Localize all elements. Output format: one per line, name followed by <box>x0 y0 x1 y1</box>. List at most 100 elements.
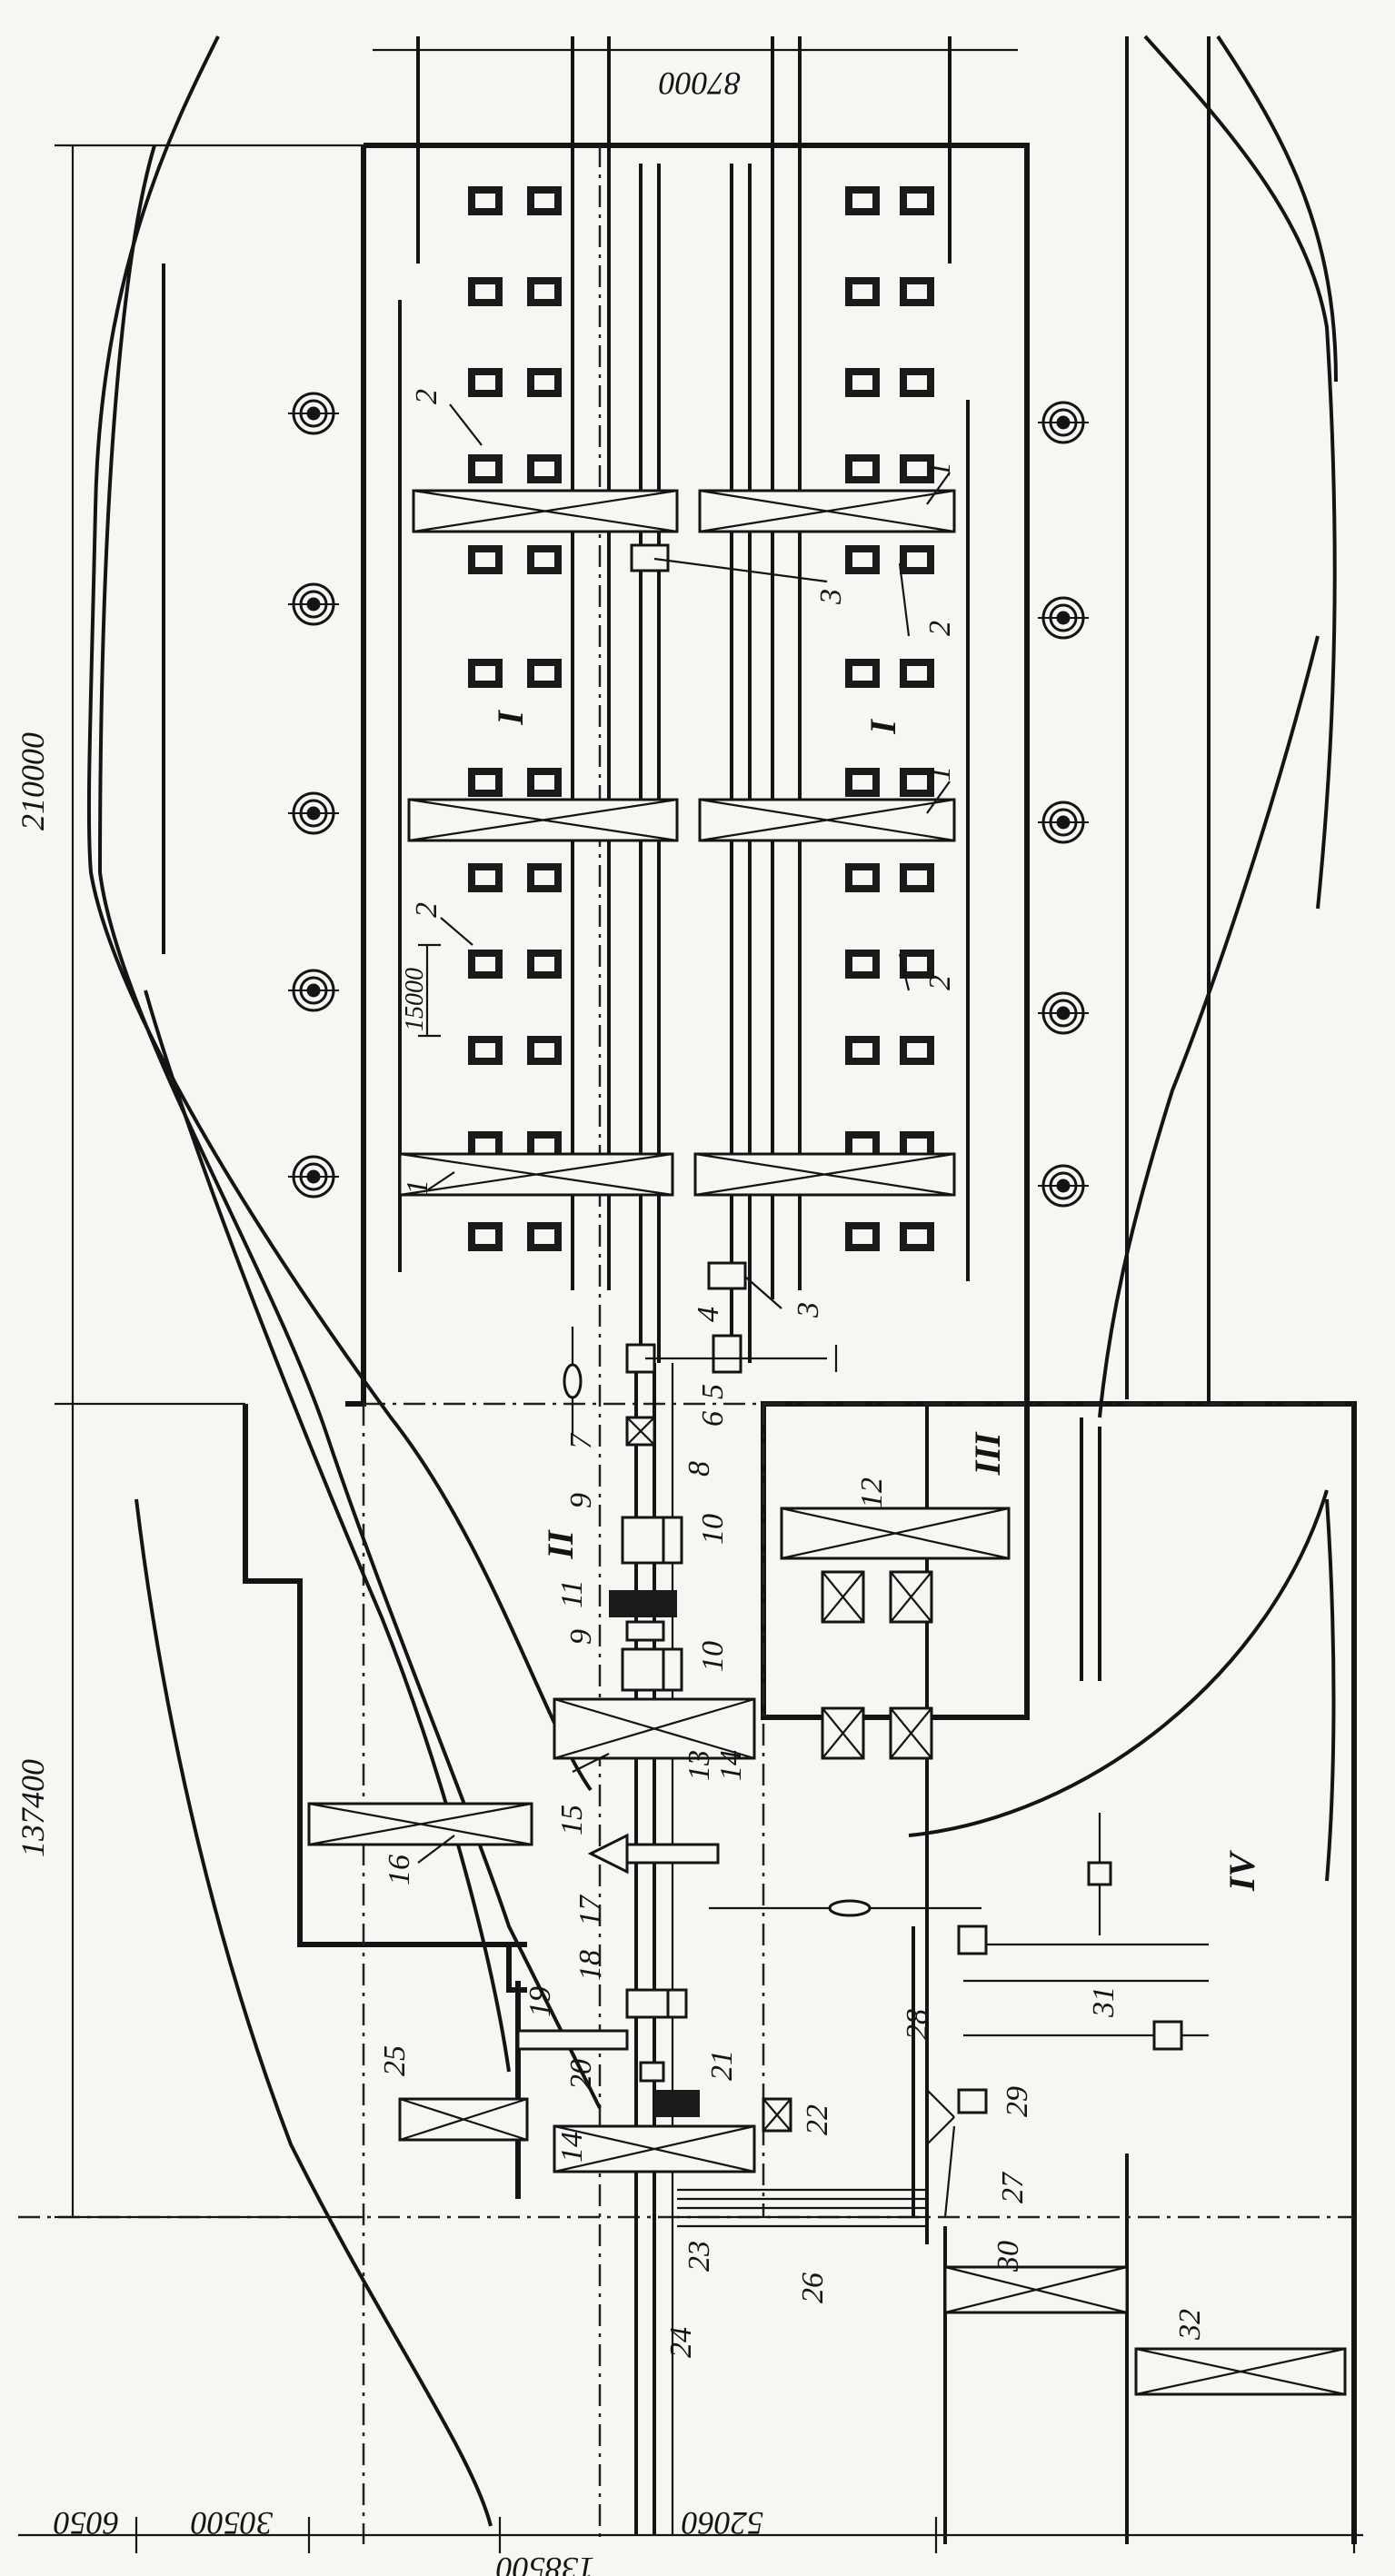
crane-2 <box>698 489 956 533</box>
dim-bottom-30500: 30500 <box>191 2505 274 2541</box>
storage-bin-inner <box>907 666 927 681</box>
storage-bin-inner <box>907 194 927 208</box>
storage-bin-inner <box>852 775 872 790</box>
storage-bin-inner <box>534 957 554 971</box>
storage-bin-inner <box>475 552 495 567</box>
storage-bin-inner <box>534 775 554 790</box>
callout-1: 1 <box>401 1179 434 1195</box>
storage-bin-inner <box>475 284 495 299</box>
storage-bin-inner <box>907 462 927 476</box>
callout-2: 2 <box>923 621 957 636</box>
callout-29: 29 <box>1001 2086 1034 2117</box>
zone-label-III: III <box>967 1431 1008 1476</box>
callout-32: 32 <box>1173 2309 1207 2341</box>
floodlight-masts <box>288 392 1089 1208</box>
storage-bin-inner <box>907 1229 927 1244</box>
storage-bin-inner <box>852 870 872 885</box>
hatched-area <box>677 2188 927 2228</box>
storage-bin-inner <box>534 284 554 299</box>
callout-28: 28 <box>901 2009 934 2040</box>
storage-bin-inner <box>534 462 554 476</box>
storage-bin-inner <box>907 375 927 390</box>
callout-2: 2 <box>410 389 443 404</box>
storage-bin-inner <box>907 957 927 971</box>
callout-19: 19 <box>523 1986 557 2017</box>
callout-22: 22 <box>801 2104 834 2135</box>
callout-9: 9 <box>564 1629 598 1645</box>
curved-rail-lines <box>86 35 1338 2527</box>
storage-bin-inner <box>475 666 495 681</box>
callout-2: 2 <box>923 975 957 990</box>
callout-16: 16 <box>383 1855 416 1885</box>
storage-bin-inner <box>852 194 872 208</box>
storage-bin-inner <box>852 666 872 681</box>
storage-bin-inner <box>534 1229 554 1244</box>
storage-bin-inner <box>852 375 872 390</box>
storage-bin-inner <box>475 775 495 790</box>
callout-3: 3 <box>814 589 848 605</box>
storage-bin-inner <box>475 375 495 390</box>
dim-left-137400: 137400 <box>15 1759 51 1857</box>
dimension-lines <box>18 48 1363 2553</box>
callout-4: 4 <box>692 1307 725 1322</box>
dim-left-210000: 210000 <box>15 732 51 830</box>
storage-bin-inner <box>534 666 554 681</box>
storage-bin-inner <box>852 552 872 567</box>
callout-1: 1 <box>923 462 957 477</box>
callout-7: 7 <box>564 1432 598 1449</box>
storage-bin-inner <box>907 1139 927 1153</box>
callout-10: 10 <box>696 1641 730 1672</box>
overhead-cranes <box>398 489 956 1197</box>
callout-13: 13 <box>683 1750 716 1781</box>
crane-1 <box>412 489 679 533</box>
callout-31: 31 <box>1087 1986 1121 2018</box>
storage-bin-inner <box>907 284 927 299</box>
leader-lines <box>417 403 956 2218</box>
storage-bin-inner <box>475 1043 495 1058</box>
dim-bin-spacing: 15000 <box>401 968 429 1031</box>
callout-17: 17 <box>573 1894 607 1926</box>
callout-12: 12 <box>855 1477 889 1508</box>
crane-6 <box>693 1152 956 1197</box>
storage-bin-inner <box>534 1139 554 1153</box>
zone-label-II: II <box>540 1529 581 1560</box>
production-equipment <box>307 543 1347 2396</box>
dim-top-width: 87000 <box>659 65 741 102</box>
storage-bin-inner <box>534 552 554 567</box>
callout-14: 14 <box>714 1750 748 1781</box>
storage-bin-inner <box>534 870 554 885</box>
callout-15: 15 <box>555 1805 589 1835</box>
dim-bottom-138500: 138500 <box>496 2551 594 2576</box>
storage-bin-inner <box>475 194 495 208</box>
storage-bin-inner <box>907 552 927 567</box>
callout-11: 11 <box>555 1580 589 1608</box>
storage-bin-inner <box>852 1043 872 1058</box>
labels: 87000 210000 137400 15000 6050 30500 520… <box>15 65 1262 2576</box>
callout-1: 1 <box>923 766 957 781</box>
storage-bin-inner <box>475 1139 495 1153</box>
callout-23: 23 <box>683 2241 716 2272</box>
storage-bin-inner <box>475 957 495 971</box>
crane-4 <box>698 798 956 842</box>
callout-8: 8 <box>683 1461 716 1477</box>
zone-label-I-left: I <box>490 710 531 726</box>
storage-bin-inner <box>475 1229 495 1244</box>
callout-5: 5 <box>696 1384 730 1399</box>
crane-3 <box>407 798 679 842</box>
callout-2: 2 <box>410 902 443 918</box>
storage-bin-inner <box>534 375 554 390</box>
grid-center-lines <box>18 145 1354 2544</box>
storage-bin-inner <box>907 775 927 790</box>
storage-bins <box>468 186 934 1251</box>
storage-bin-inner <box>852 1229 872 1244</box>
zone-label-I-right: I <box>862 719 903 735</box>
storage-bin-inner <box>852 1139 872 1153</box>
callout-18: 18 <box>573 1950 607 1981</box>
callout-30: 30 <box>991 2241 1025 2273</box>
callout-24: 24 <box>664 2327 698 2358</box>
dim-bottom-6050: 6050 <box>54 2505 119 2541</box>
crane-5 <box>398 1152 674 1197</box>
callout-9: 9 <box>564 1493 598 1508</box>
storage-bin-inner <box>534 1043 554 1058</box>
